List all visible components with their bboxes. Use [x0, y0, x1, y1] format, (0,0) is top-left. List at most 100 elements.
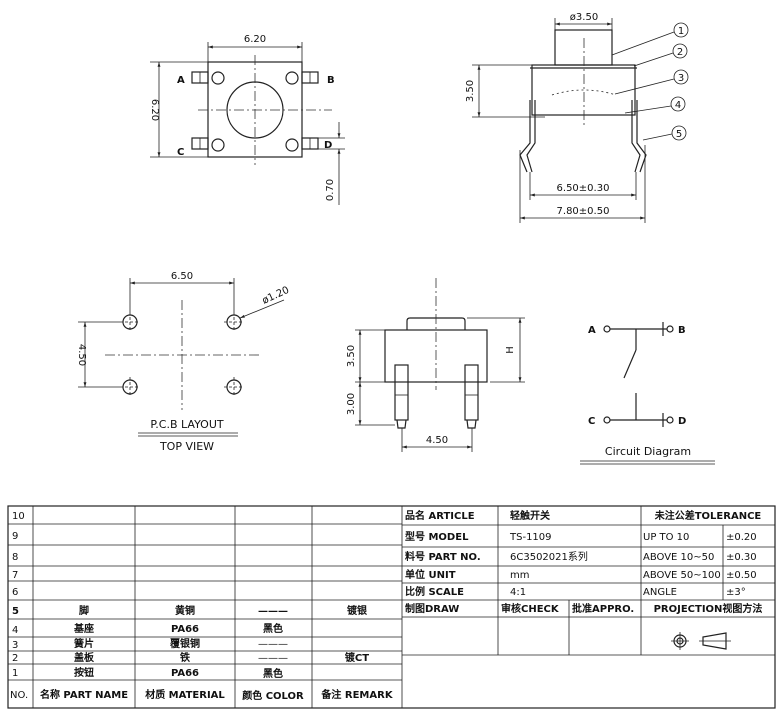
svg-text:5: 5: [676, 129, 682, 140]
check-label: 审核CHECK: [501, 602, 560, 615]
tolerance-value-4: ±3°: [726, 587, 746, 598]
draw-label: 制图DRAW: [405, 602, 459, 615]
svg-text:NO.: NO.: [10, 690, 28, 701]
svg-text:10: 10: [12, 511, 25, 522]
pin-width-dim: 0.70: [325, 179, 336, 201]
partno-value: 6C3502021系列: [510, 550, 588, 563]
pcb-layout: 6.50 4.50 ø1.20 P.C.B LAYOUT TOP VIEW: [76, 271, 291, 453]
tolerance-range-4: ANGLE: [643, 587, 677, 598]
top-height-dim: 6.20: [149, 99, 160, 121]
tolerance-title: 未注公差TOLERANCE: [654, 509, 762, 522]
svg-text:3: 3: [678, 73, 684, 84]
scale-value: 4:1: [510, 587, 526, 598]
pcb-layout-title: P.C.B LAYOUT: [150, 418, 224, 431]
pcb-y-dim: 4.50: [76, 344, 87, 366]
model-value: TS-1109: [509, 532, 552, 543]
pitch-dim: 6.50±0.30: [557, 183, 610, 194]
parts-row-7: 7: [12, 570, 18, 581]
svg-text:覆银铜: 覆银铜: [170, 637, 200, 650]
circuit-diagram: A B C D Circuit Diagram: [580, 322, 715, 465]
article-label: 品名 ARTICLE: [405, 509, 475, 522]
circuit-pin-d: D: [678, 416, 686, 427]
svg-text:脚: 脚: [79, 604, 89, 617]
body-height-dim: 3.50: [465, 80, 476, 102]
svg-text:———: ———: [258, 653, 288, 664]
front-body-dim: 3.50: [346, 345, 357, 367]
callout-3: 3: [673, 69, 689, 85]
top-view: A B C D 6.20 6.20 0.70: [149, 34, 345, 205]
svg-text:5: 5: [12, 606, 19, 617]
svg-text:3: 3: [12, 640, 18, 651]
callout-4: 4: [670, 96, 686, 112]
tolerance-value-3: ±0.50: [726, 570, 757, 581]
svg-text:盖板: 盖板: [74, 651, 95, 664]
circuit-pin-b: B: [678, 325, 686, 336]
svg-text:PA66: PA66: [171, 624, 199, 635]
svg-text:簧片: 簧片: [74, 637, 94, 650]
unit-label: 单位 UNIT: [405, 568, 456, 581]
parts-row-9: 9: [12, 531, 18, 542]
svg-text:6: 6: [12, 587, 18, 598]
front-pin-dim: 3.00: [346, 393, 357, 415]
partno-label: 料号 PART NO.: [405, 550, 481, 563]
pcb-x-dim: 6.50: [171, 271, 193, 282]
projection-label: PROJECTION视图方法: [654, 602, 763, 615]
callout-5: 5: [671, 125, 687, 141]
model-label: 型号 MODEL: [405, 530, 469, 543]
parts-row-1: 1 按钮 PA66 黑色: [12, 666, 283, 680]
svg-text:按钮: 按钮: [74, 666, 94, 679]
button-diameter-dim: ø3.50: [570, 12, 598, 23]
pin-label-d: D: [324, 140, 332, 151]
article-value: 轻触开关: [510, 509, 550, 522]
approve-label: 批准APPRO.: [572, 602, 634, 615]
svg-text:黑色: 黑色: [263, 667, 283, 680]
svg-text:PA66: PA66: [171, 668, 199, 679]
callout-2: 2: [672, 43, 688, 59]
svg-text:1: 1: [12, 668, 18, 679]
tolerance-range-2: ABOVE 10~50: [643, 552, 714, 563]
pin-label-b: B: [327, 75, 335, 86]
side-view: ø3.50 3.50 6.50±0.30 7.80±0.50 1 2 3 4 5: [465, 12, 689, 223]
svg-text:9: 9: [12, 531, 18, 542]
svg-text:7: 7: [12, 570, 18, 581]
unit-value: mm: [510, 570, 529, 581]
svg-text:镀CT: 镀CT: [345, 651, 369, 664]
svg-text:8: 8: [12, 552, 18, 563]
tolerance-range-3: ABOVE 50~100: [643, 570, 721, 581]
svg-text:1: 1: [678, 26, 684, 37]
svg-text:镀银: 镀银: [347, 604, 368, 617]
front-view: 3.50 3.00 4.50 H: [346, 278, 525, 452]
pin-label-c: C: [177, 147, 184, 158]
tolerance-value-2: ±0.30: [726, 552, 757, 563]
parts-row-3: 3 簧片 覆银铜 ———: [12, 637, 288, 651]
tolerance-value-1: ±0.20: [726, 532, 757, 543]
circuit-title: Circuit Diagram: [605, 445, 691, 458]
top-view-label: TOP VIEW: [159, 440, 214, 453]
pin-label-a: A: [177, 75, 185, 86]
parts-row-4: 4 基座 PA66 黑色: [12, 622, 283, 636]
scale-label: 比例 SCALE: [405, 585, 464, 598]
title-block: 品名 ARTICLE 轻触开关 型号 MODEL TS-1109 料号 PART…: [402, 506, 775, 656]
svg-text:黑色: 黑色: [263, 622, 283, 635]
circuit-pin-a: A: [588, 325, 596, 336]
svg-text:名称 PART NAME: 名称 PART NAME: [40, 688, 128, 701]
svg-text:基座: 基座: [73, 622, 94, 635]
total-height-label: H: [505, 346, 516, 354]
circuit-pin-c: C: [588, 416, 595, 427]
svg-text:———: ———: [258, 639, 288, 650]
svg-text:材质 MATERIAL: 材质 MATERIAL: [145, 688, 225, 701]
parts-row-10: 10: [12, 511, 25, 522]
front-pitch-dim: 4.50: [426, 435, 448, 446]
svg-text:铁: 铁: [180, 651, 190, 664]
svg-text:4: 4: [675, 100, 681, 111]
overall-width-dim: 7.80±0.50: [557, 206, 610, 217]
svg-text:2: 2: [12, 653, 18, 664]
parts-row-2: 2 盖板 铁 ——— 镀CT: [12, 651, 369, 664]
tolerance-range-1: UP TO 10: [643, 532, 689, 543]
svg-text:———: ———: [258, 606, 288, 617]
svg-text:4: 4: [12, 625, 18, 636]
